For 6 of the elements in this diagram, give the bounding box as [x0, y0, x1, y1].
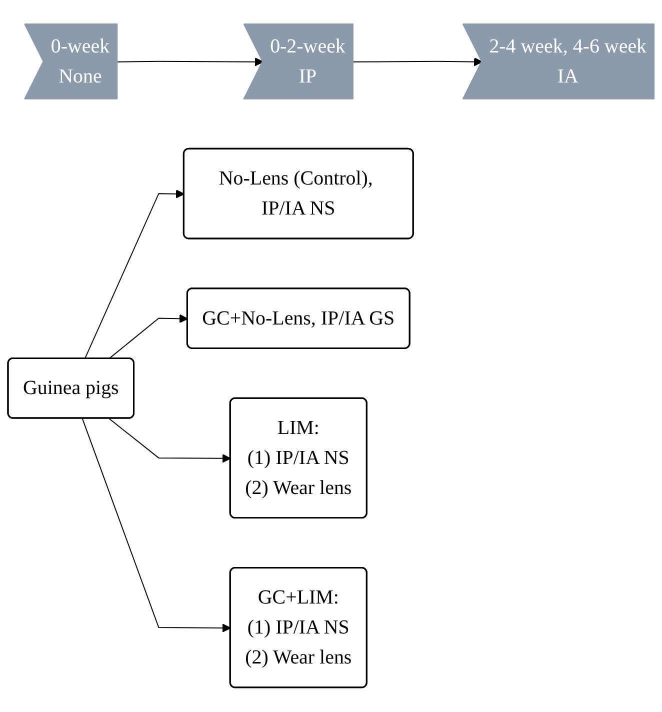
arrow: [352, 58, 483, 66]
arrow: [108, 418, 231, 464]
arrow: [108, 314, 188, 360]
arrow: [84, 190, 185, 360]
arrow: [82, 418, 231, 633]
arrow: [117, 58, 264, 67]
